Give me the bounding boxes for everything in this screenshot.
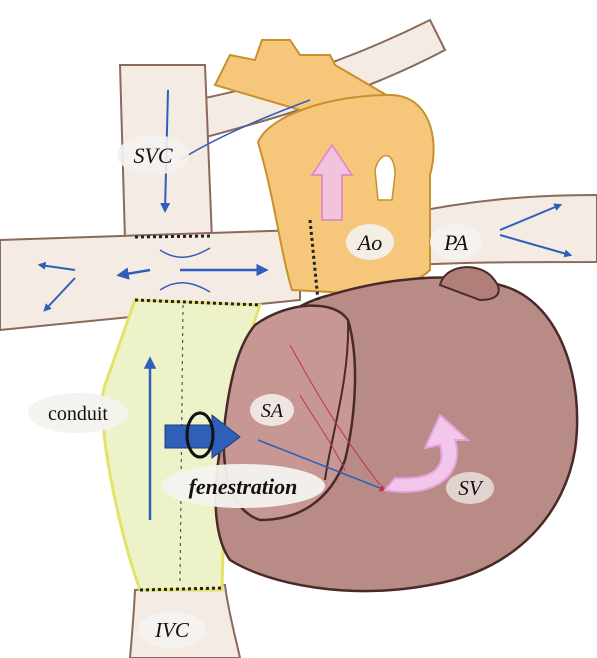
coronary-line-1 — [289, 344, 381, 486]
ao-label-bg — [346, 224, 394, 260]
coronary-line-2 — [299, 394, 346, 471]
fenestration-label-bg — [161, 464, 325, 508]
lpa-flow-arrow-up — [37, 261, 76, 271]
aorta-suture — [308, 219, 320, 301]
ao-label: Ao — [356, 230, 382, 255]
pa-label-bg — [430, 224, 482, 260]
sa-label: SA — [261, 400, 284, 422]
conduit-upper-suture — [134, 298, 261, 307]
pa-junction-flow-line — [159, 247, 211, 258]
rpa-flow-arrow-up — [499, 203, 563, 231]
sv-label-bg — [446, 472, 494, 504]
sv-label: SV — [458, 476, 484, 500]
sa-label-bg — [250, 394, 294, 426]
atrium-to-ventricle-flow-line — [257, 439, 388, 492]
svc-pa-suture — [134, 234, 213, 239]
septal-line — [324, 319, 350, 481]
aorta — [256, 93, 435, 294]
conduit-lower-suture — [139, 586, 223, 592]
fenestration-ring — [185, 411, 215, 459]
aorta-notch — [374, 154, 396, 201]
svc-label: SVC — [133, 143, 172, 168]
pa-label: PA — [443, 230, 469, 255]
svc-branch-flow-line — [179, 99, 311, 161]
lpa-flow-arrow-down — [43, 277, 76, 312]
conduit-label: conduit — [48, 403, 108, 425]
fenestration-label: fenestration — [189, 474, 298, 499]
pa-left-flow-arrow — [116, 267, 151, 280]
aorta-flow-arrow — [310, 143, 354, 221]
pa-junction-flow-line-lower — [159, 282, 211, 293]
ivc-label-bg — [138, 612, 206, 648]
ivc-label: IVC — [154, 618, 190, 642]
svc-label-bg — [117, 135, 189, 175]
rpa-flow-arrow-down — [499, 234, 573, 258]
atrial-appendage — [438, 266, 500, 302]
sv-flow-arrow — [383, 413, 471, 493]
conduit-label-bg — [28, 393, 128, 433]
